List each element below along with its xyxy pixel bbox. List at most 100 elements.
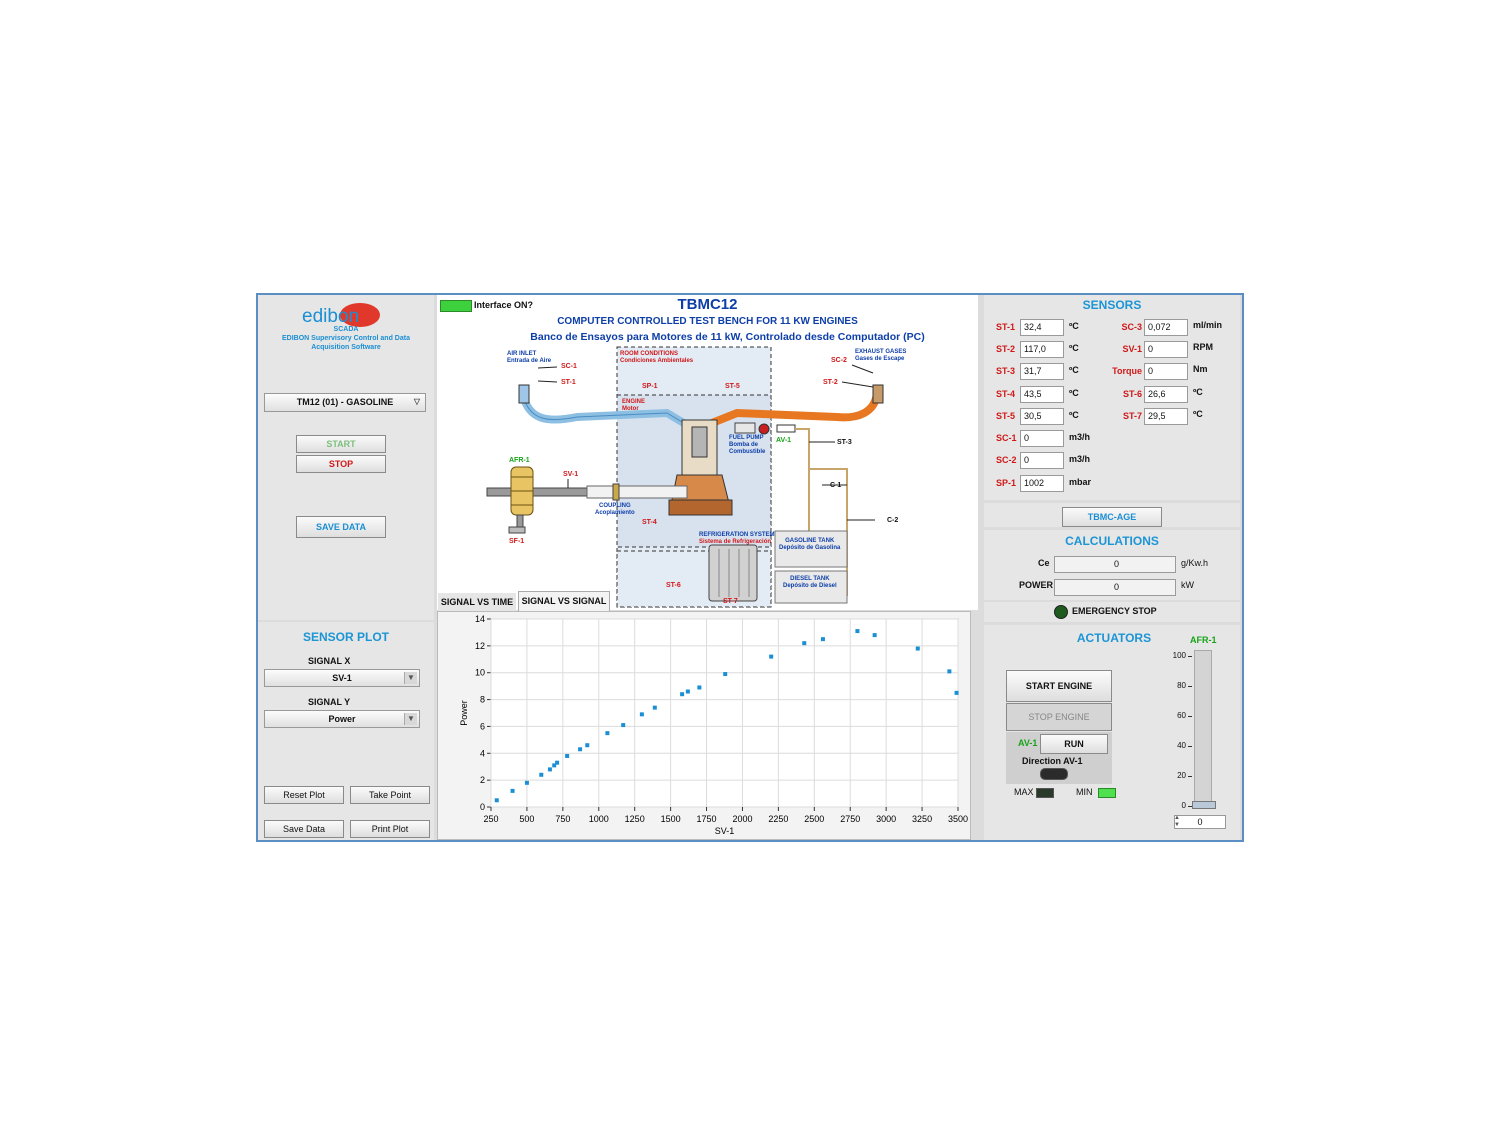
tag-sc2[interactable]: SC-2 — [831, 357, 847, 364]
sensor-right-tag-0: SC-3 — [1121, 322, 1142, 332]
tag-st6[interactable]: ST-6 — [666, 582, 681, 589]
afr-tick-mark-0 — [1188, 656, 1192, 657]
tag-afr1[interactable]: AFR-1 — [509, 457, 530, 464]
y-tick-label: 4 — [480, 748, 485, 758]
signal-x-select[interactable]: SV-1 ▼ — [264, 669, 420, 687]
afr-slider-track[interactable] — [1194, 650, 1212, 808]
reset-plot-label: Reset Plot — [283, 790, 325, 800]
data-point — [723, 672, 728, 677]
data-point — [539, 772, 544, 777]
tag-c2: C-2 — [887, 517, 899, 524]
chevron-down-icon: ▼ — [404, 713, 417, 725]
av1-label: AV-1 — [1018, 738, 1038, 748]
sensor-right-value-text-4: 29,5 — [1148, 411, 1166, 421]
tbmc-age-button[interactable]: TBMC-AGE — [1062, 507, 1162, 527]
fuel-pump-label: FUEL PUMP Bomba de Combustible — [729, 435, 765, 456]
data-point — [802, 641, 807, 646]
afr-tick-mark-4 — [1188, 776, 1192, 777]
afr-tick-0: 100 — [1172, 651, 1186, 660]
sensor-tag-7: SP-1 — [996, 478, 1017, 488]
sensor-value-3: 43,5 — [1020, 386, 1064, 403]
tab-signal-vs-time[interactable]: SIGNAL VS TIME — [438, 593, 516, 611]
sensor-value-text-5: 0 — [1024, 433, 1030, 443]
tag-sp1[interactable]: SP-1 — [642, 383, 658, 390]
ce-unit: g/Kw.h — [1181, 558, 1209, 568]
y-tick-label: 10 — [475, 668, 485, 678]
chevron-down-icon: ▽ — [413, 397, 421, 406]
take-point-label: Take Point — [368, 790, 412, 800]
calculations-title: CALCULATIONS — [1065, 534, 1159, 548]
sensor-plot-panel: SENSOR PLOT SIGNAL X SV-1 ▼ SIGNAL Y Pow… — [258, 622, 434, 840]
unit-select[interactable]: TM12 (01) - GASOLINE ▽ — [264, 393, 426, 412]
tag-sf1[interactable]: SF-1 — [509, 538, 525, 545]
sensor-plot-title: SENSOR PLOT — [302, 630, 389, 644]
min-led — [1098, 788, 1116, 798]
emergency-panel: EMERGENCY STOP — [984, 602, 1240, 622]
stepper-arrows-icon[interactable]: ▲▼ — [1174, 815, 1180, 828]
take-point-button[interactable]: Take Point — [350, 786, 430, 804]
gasoline-tank-es-text: Depósito de Gasolina — [779, 545, 841, 551]
x-tick-label: 2750 — [840, 814, 860, 824]
tag-st3[interactable]: ST-3 — [837, 439, 852, 446]
gasoline-tank-text: GASOLINE TANK — [785, 538, 835, 544]
afr-slider-label-text: AFR-1 — [1190, 635, 1217, 645]
coupling-label: COUPLING Acoplamiento — [595, 503, 635, 517]
exhaust-es-text: Gases de Escape — [855, 356, 905, 362]
y-tick-label: 2 — [480, 775, 485, 785]
afr-slider-thumb[interactable] — [1192, 801, 1216, 809]
afr-stepper[interactable]: 0 — [1174, 815, 1226, 829]
sensor-right-value-4: 29,5 — [1144, 408, 1188, 425]
sensor-right-value-text-0: 0,072 — [1148, 322, 1171, 332]
power-value: 0 — [1054, 579, 1176, 596]
run-button[interactable]: RUN — [1040, 734, 1108, 754]
start-button[interactable]: START — [296, 435, 386, 453]
direction-label: Direction AV-1 — [1022, 756, 1083, 766]
save-data-plot-button[interactable]: Save Data — [264, 820, 344, 838]
tag-sv1[interactable]: SV-1 — [563, 471, 579, 478]
data-point — [552, 763, 557, 768]
stop-button[interactable]: STOP — [296, 455, 386, 473]
app-subtitle-es: Banco de Ensayos para Motores de 11 kW, … — [530, 331, 925, 343]
reset-plot-button[interactable]: Reset Plot — [264, 786, 344, 804]
y-tick-label: 14 — [475, 614, 485, 624]
signal-y-select[interactable]: Power ▼ — [264, 710, 420, 728]
tag-st1[interactable]: ST-1 — [561, 379, 576, 386]
chevron-down-icon: ▼ — [404, 672, 417, 684]
actuators-panel: ACTUATORS START ENGINE STOP ENGINE AV-1 … — [984, 625, 1240, 840]
sensor-unit-3: ºC — [1069, 388, 1079, 398]
tag-av1[interactable]: AV-1 — [776, 437, 792, 444]
ce-value-text: 0 — [1113, 559, 1119, 569]
tbmc-age-panel: TBMC-AGE — [984, 503, 1240, 527]
sensor-right-value-text-2: 0 — [1148, 366, 1154, 376]
start-engine-button[interactable]: START ENGINE — [1006, 670, 1112, 702]
air-inlet-text: AIR INLET — [507, 351, 537, 357]
direction-toggle[interactable] — [1040, 768, 1068, 780]
data-point — [585, 743, 590, 748]
refrigeration-label: REFRIGERATION SYSTEM Sistema de Refriger… — [699, 532, 775, 546]
print-plot-button[interactable]: Print Plot — [350, 820, 430, 838]
actuators-title: ACTUATORS — [1076, 631, 1152, 645]
afr-tick-mark-1 — [1188, 686, 1192, 687]
tag-sc1[interactable]: SC-1 — [561, 363, 577, 370]
afr-value: 0 — [1197, 817, 1203, 827]
sensor-right-tag-4: ST-7 — [1122, 411, 1142, 421]
sensor-unit-4: ºC — [1069, 410, 1079, 420]
sensor-right-value-text-1: 0 — [1148, 344, 1154, 354]
engine-text: ENGINE — [622, 399, 646, 405]
room-conditions-es-text: Condiciones Ambientales — [620, 358, 694, 364]
data-point — [697, 685, 702, 690]
sensor-right-unit-0: ml/min — [1193, 320, 1223, 330]
stop-engine-button[interactable]: STOP ENGINE — [1006, 703, 1112, 731]
tag-st2[interactable]: ST-2 — [823, 379, 838, 386]
plot-area — [490, 618, 959, 808]
y-tick-label: 12 — [475, 641, 485, 651]
save-data-button[interactable]: SAVE DATA — [296, 516, 386, 538]
refrigeration-es-text: Sistema de Refrigeración — [699, 539, 772, 545]
signal-y-value: Power — [328, 714, 356, 724]
x-tick-label: 2250 — [768, 814, 788, 824]
tag-st5[interactable]: ST-5 — [725, 383, 740, 390]
max-led — [1036, 788, 1054, 798]
tag-st4[interactable]: ST-4 — [642, 519, 657, 526]
tag-st7[interactable]: ST-7 — [723, 598, 738, 605]
tab-signal-vs-signal[interactable]: SIGNAL VS SIGNAL — [518, 591, 610, 611]
